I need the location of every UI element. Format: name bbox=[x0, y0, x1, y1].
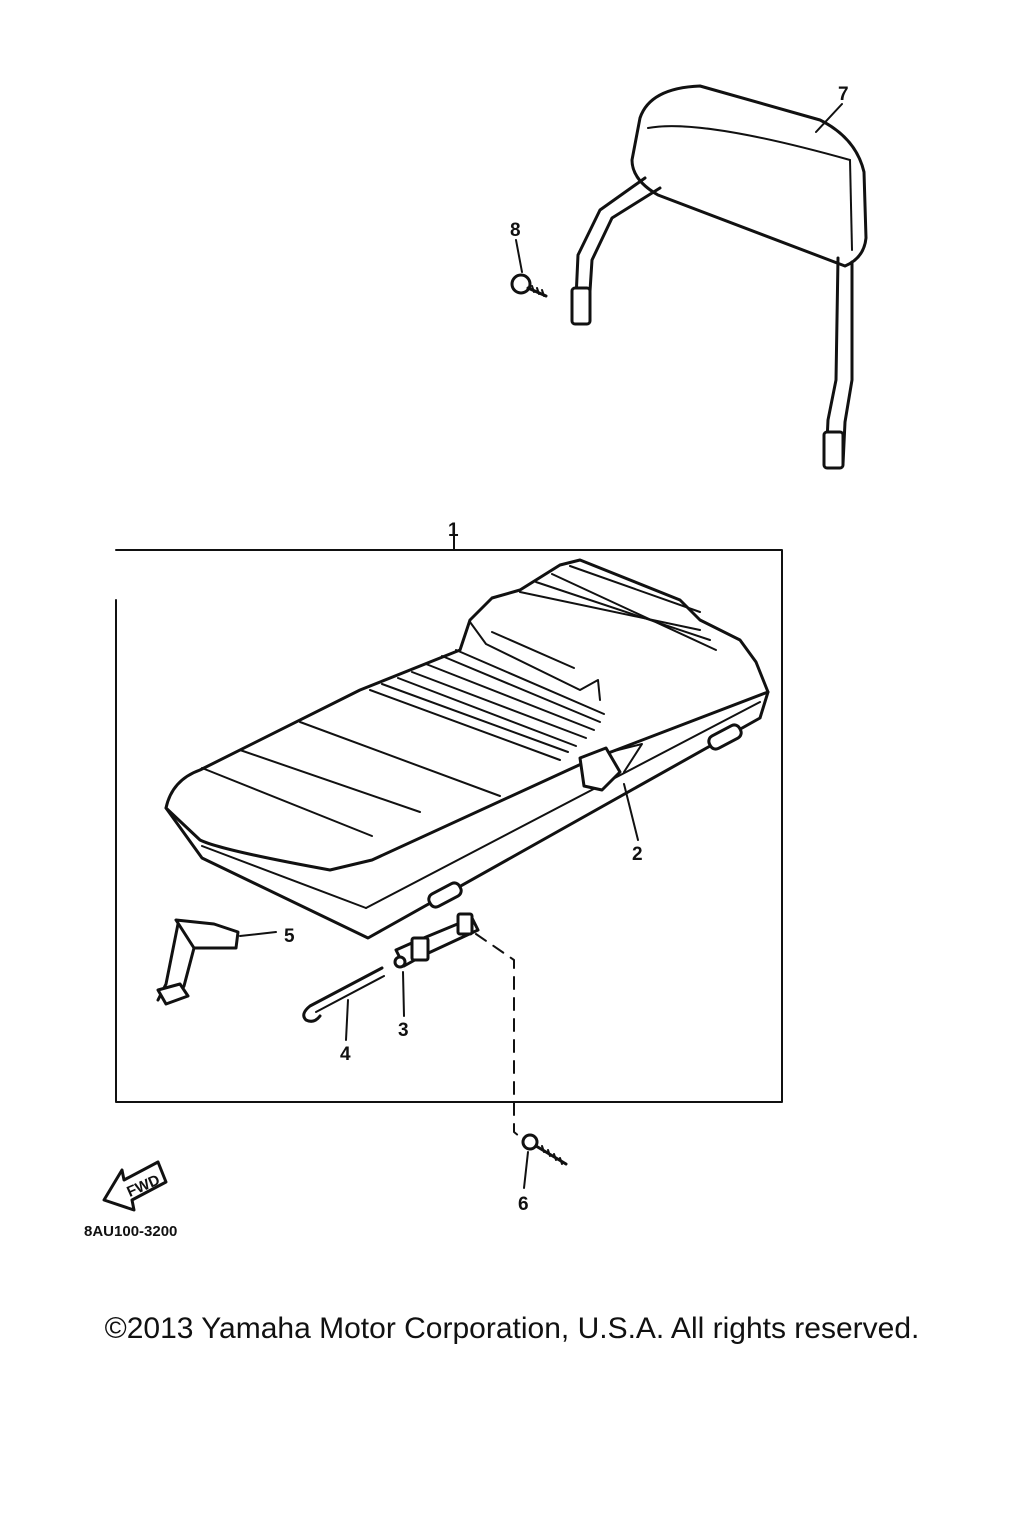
leader-7 bbox=[815, 103, 843, 133]
dashed-connector bbox=[475, 933, 525, 1141]
callout-6: 6 bbox=[518, 1194, 529, 1215]
bolt-part-8 bbox=[510, 273, 548, 298]
forward-arrow-icon: FWD bbox=[102, 1160, 168, 1212]
callout-5: 5 bbox=[284, 926, 295, 947]
callout-7: 7 bbox=[838, 84, 849, 105]
leader-2 bbox=[623, 783, 639, 841]
callout-1: 1 bbox=[448, 520, 459, 541]
rod-part-4 bbox=[302, 966, 385, 1023]
leader-6 bbox=[523, 1151, 529, 1189]
drawing-code: 8AU100-3200 bbox=[84, 1223, 177, 1240]
leader-4 bbox=[345, 999, 349, 1041]
seat-part-2 bbox=[164, 558, 770, 940]
callout-8: 8 bbox=[510, 220, 521, 241]
leader-8 bbox=[515, 239, 523, 273]
leader-5 bbox=[239, 931, 277, 937]
latch-part-3 bbox=[393, 912, 480, 969]
bracket-part-5 bbox=[156, 918, 240, 1006]
callout-4: 4 bbox=[340, 1044, 351, 1065]
callout-3: 3 bbox=[398, 1020, 409, 1041]
backrest-part-7 bbox=[570, 84, 868, 470]
parts-diagram: 7 8 1 bbox=[84, 84, 868, 1240]
leader-3 bbox=[402, 971, 405, 1017]
assembly-frame bbox=[115, 523, 783, 1103]
screw-part-6 bbox=[521, 1133, 568, 1166]
callout-2: 2 bbox=[632, 844, 643, 865]
copyright-notice: ©2013 Yamaha Motor Corporation, U.S.A. A… bbox=[104, 1312, 920, 1345]
